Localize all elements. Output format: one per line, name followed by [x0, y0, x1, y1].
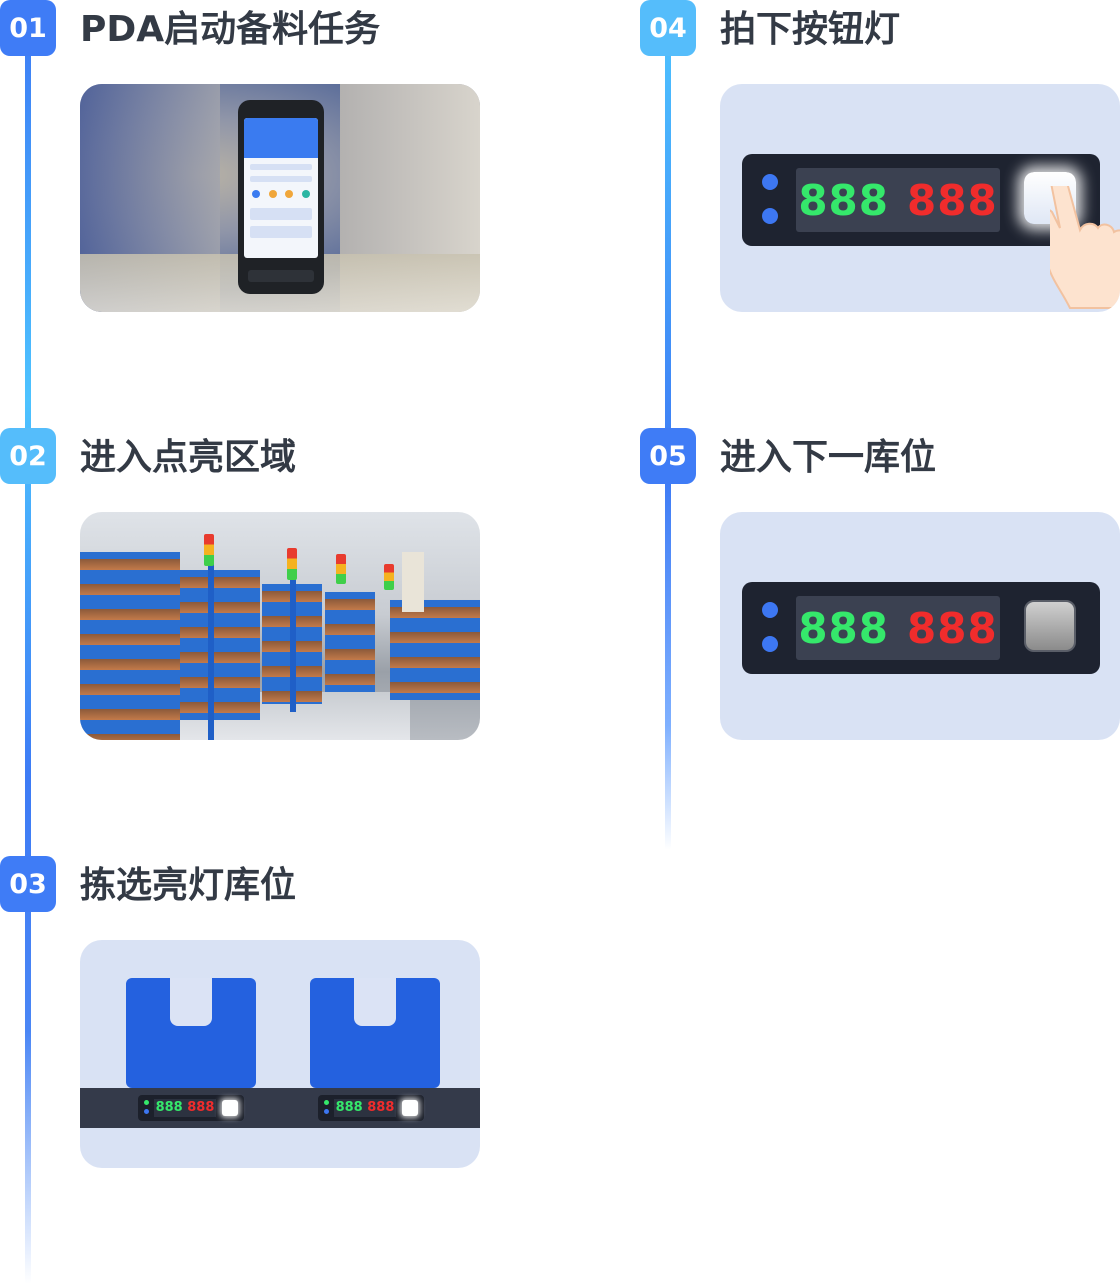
mini-display: 888 888 — [334, 1099, 396, 1117]
pda-device — [238, 100, 324, 294]
step-title-02: 进入点亮区域 — [80, 437, 297, 478]
box-label-slot — [170, 978, 212, 1026]
confirm-button[interactable] — [222, 1100, 238, 1116]
mini-display: 888 888 — [154, 1099, 216, 1117]
shelf-rack — [180, 570, 260, 720]
storage-box — [126, 978, 256, 1088]
status-dots — [324, 1100, 329, 1118]
pick-light-controller: 888 888 — [742, 582, 1100, 674]
digit-display: 888 888 — [796, 596, 1000, 660]
confirm-button-off[interactable] — [1024, 600, 1076, 652]
pda-stat-row — [250, 164, 312, 170]
status-dot — [762, 602, 778, 618]
step-badge-05: 05 — [640, 428, 696, 484]
pick-shelf-illustration: 888 888 888 888 — [80, 940, 480, 1168]
box-label-slot — [354, 978, 396, 1026]
pda-stat-row — [250, 176, 312, 182]
storage-box — [310, 978, 440, 1088]
step-title-05: 进入下一库位 — [720, 437, 937, 478]
step-badge-03: 03 — [0, 856, 56, 912]
step-badge-01: 01 — [0, 0, 56, 56]
shelf-rack — [80, 552, 180, 740]
step-title-03: 拣选亮灯库位 — [80, 865, 297, 906]
pda-screen — [244, 118, 318, 258]
timeline-left — [25, 20, 31, 1284]
signal-tower-light — [384, 564, 394, 590]
pick-light-controller: 888 888 — [742, 154, 1100, 246]
pda-keypad — [248, 270, 314, 282]
press-button-illustration: 888 888 — [720, 84, 1120, 312]
wall-poster — [402, 552, 424, 612]
pda-app-icons — [248, 190, 314, 198]
pda-photo — [80, 84, 480, 312]
hand-pointer-icon — [1050, 186, 1120, 309]
warehouse-photo — [80, 512, 480, 740]
pick-light-module: 888 888 — [318, 1095, 424, 1121]
step-badge-02: 02 — [0, 428, 56, 484]
digit-display: 888 888 — [796, 168, 1000, 232]
quantity-red: 888 — [907, 175, 998, 225]
pda-app-header — [244, 118, 318, 158]
step-title-01: PDA启动备料任务 — [80, 9, 381, 50]
step-badge-04: 04 — [640, 0, 696, 56]
signal-tower-light — [336, 554, 346, 584]
status-dot — [762, 208, 778, 224]
quantity-green: 888 — [798, 603, 889, 653]
shelf-post — [290, 572, 296, 712]
shelf-rack — [325, 592, 375, 692]
step-title-04: 拍下按钮灯 — [720, 9, 901, 50]
pda-list-item — [250, 226, 312, 238]
signal-tower-light — [287, 548, 297, 580]
status-dot — [762, 174, 778, 190]
pda-list-item — [250, 208, 312, 220]
shelf-post — [208, 552, 214, 740]
next-location-illustration: 888 888 — [720, 512, 1120, 740]
quantity-green: 888 — [798, 175, 889, 225]
shelf-rack — [390, 600, 480, 700]
status-dot — [762, 636, 778, 652]
confirm-button[interactable] — [402, 1100, 418, 1116]
pick-light-module: 888 888 — [138, 1095, 244, 1121]
quantity-red: 888 — [907, 603, 998, 653]
status-dots — [144, 1100, 149, 1118]
signal-tower-light — [204, 534, 214, 566]
